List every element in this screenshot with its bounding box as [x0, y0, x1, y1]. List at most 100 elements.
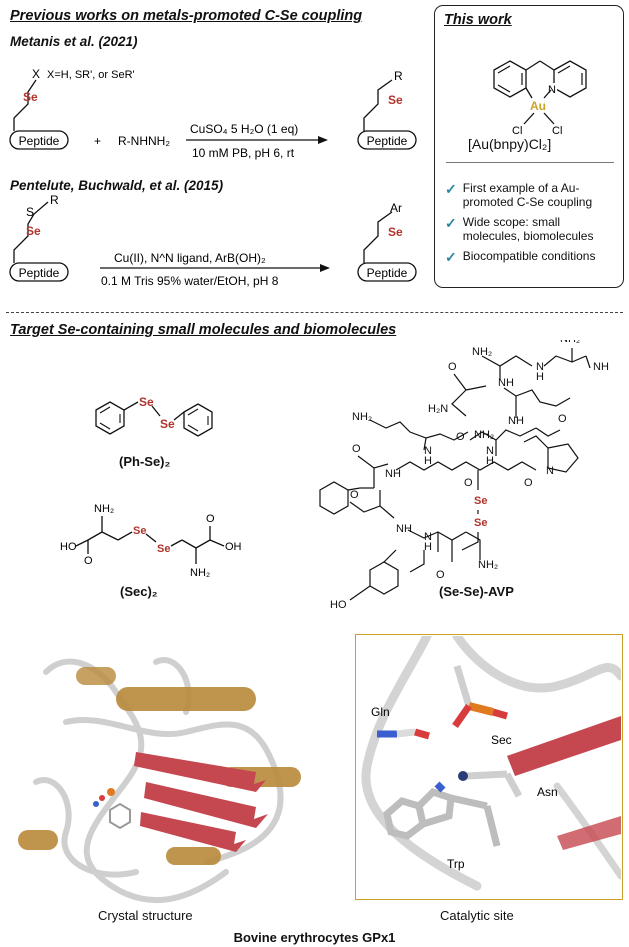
cl-atom: Cl: [512, 125, 522, 137]
target-molecules: Se Se HO O NH₂ Se Se NH₂ O OH NH₂ NH₂ N: [60, 340, 609, 610]
svg-text:NH: NH: [508, 415, 524, 427]
x-atom: X: [32, 67, 40, 81]
cond1-top: CuSO₄ 5 H₂O (1 eq): [190, 122, 298, 136]
svg-text:NH₂: NH₂: [474, 429, 494, 441]
svg-text:NH: NH: [385, 468, 401, 480]
diphenyl-diselenide: Se Se: [95, 395, 213, 437]
svg-text:HO: HO: [330, 599, 347, 610]
scheme1-product: Se R Peptide: [357, 69, 417, 150]
svg-text:O: O: [352, 443, 361, 455]
section-divider: [6, 312, 623, 313]
previous-works-heading: Previous works on metals-promoted C-Se c…: [10, 8, 363, 24]
svg-text:OH: OH: [225, 541, 242, 553]
svg-text:NH₂: NH₂: [478, 559, 498, 571]
svg-text:H₂N: H₂N: [428, 403, 448, 415]
peptide-label: Peptide: [367, 266, 408, 280]
ref-metanis: Metanis et al. (2021): [10, 34, 138, 49]
svg-text:NH₂: NH₂: [560, 340, 580, 345]
this-work-panel: [434, 5, 624, 288]
svg-text:H: H: [486, 455, 494, 467]
svg-text:NH: NH: [498, 377, 514, 389]
check-icon: ✓: [445, 215, 457, 231]
feature-text: First example of a Au-promoted C-Se coup…: [462, 181, 593, 209]
svg-text:O: O: [448, 361, 457, 373]
svg-text:Se: Se: [160, 417, 175, 431]
peptide-label: Peptide: [19, 134, 60, 148]
ref-pentelute: Pentelute, Buchwald, et al. (2015): [10, 178, 224, 193]
reagent-hydrazine: R-NHNH₂: [118, 134, 170, 148]
ph-se-label: (Ph-Se)₂: [119, 454, 171, 469]
svg-text:O: O: [350, 489, 359, 501]
svg-text:NH₂: NH₂: [190, 567, 210, 579]
protein-title: Bovine erythrocytes GPx1: [233, 930, 396, 945]
peptide-label: Peptide: [367, 134, 408, 148]
asn-residue: [458, 770, 523, 798]
avp-label: (Se-Se)-AVP: [439, 584, 514, 599]
svg-text:H: H: [424, 455, 432, 467]
svg-text:O: O: [464, 477, 473, 489]
se-atom: Se: [23, 90, 38, 104]
cond2-top: Cu(II), N^N ligand, ArB(OH)₂: [114, 251, 266, 265]
divider: [446, 162, 614, 163]
x-definition: X=H, SR', or SeR': [47, 69, 135, 81]
svg-text:HO: HO: [60, 541, 77, 553]
gln-residue: [377, 728, 430, 740]
cl-atom: Cl: [552, 125, 562, 137]
catalytic-site-frame: [355, 634, 623, 900]
catalytic-site-render: Gln Sec Asn Trp: [361, 636, 621, 891]
beta-strand: [507, 716, 621, 776]
svg-text:NH: NH: [396, 523, 412, 535]
peptide-box: [9, 130, 69, 150]
residue-label: Gln: [371, 705, 390, 719]
cond1-bottom: 10 mM PB, pH 6, rt: [192, 146, 295, 160]
this-work-heading: This work: [444, 12, 512, 28]
svg-text:N: N: [536, 361, 544, 373]
residue-label: Trp: [447, 857, 465, 871]
targets-heading: Target Se-containing small molecules and…: [10, 322, 397, 338]
residue-label: Asn: [537, 785, 558, 799]
svg-text:NH₂: NH₂: [94, 503, 114, 515]
feature-list: ✓ First example of a Au-promoted C-Se co…: [445, 181, 620, 266]
svg-text:O: O: [558, 413, 567, 425]
svg-text:Se: Se: [157, 543, 170, 555]
svg-text:Se: Se: [139, 395, 154, 409]
svg-text:O: O: [84, 555, 93, 567]
au-complex-structure: N Au Cl Cl: [493, 60, 587, 137]
svg-text:Se: Se: [133, 525, 146, 537]
scheme2-product: Se Ar Peptide: [357, 201, 417, 282]
selenocystine: HO O NH₂ Se Se NH₂ O OH: [60, 503, 242, 579]
svg-text:H: H: [536, 371, 544, 383]
feature-item: ✓ First example of a Au-promoted C-Se co…: [445, 181, 620, 209]
svg-text:N: N: [424, 445, 432, 457]
cond2-bottom: 0.1 M Tris 95% water/EtOH, pH 8: [101, 274, 279, 288]
side-chain: [13, 79, 37, 131]
feature-text: Wide scope: small molecules, biomolecule…: [462, 215, 594, 243]
site-caption: Catalytic site: [440, 908, 514, 923]
plus-sign: +: [94, 134, 101, 148]
svg-text:Se: Se: [474, 495, 487, 507]
svg-text:O: O: [206, 513, 215, 525]
svg-text:O: O: [436, 569, 445, 581]
active-site-residues: [93, 788, 131, 830]
feature-item: ✓ Biocompatible conditions: [445, 249, 620, 266]
sec-residue: [452, 664, 508, 729]
svg-text:O: O: [456, 431, 465, 443]
check-icon: ✓: [445, 249, 457, 265]
feature-text: Biocompatible conditions: [462, 249, 596, 263]
se-atom: Se: [26, 224, 41, 238]
previous-works-schemes: Se X X=H, SR', or SeR' Peptide + R-NHNH₂…: [9, 67, 417, 288]
complex-name: [Au(bnpy)Cl₂]: [468, 136, 552, 152]
scheme2-reactant: Se S R Peptide: [9, 193, 69, 282]
svg-text:N: N: [546, 465, 554, 477]
check-icon: ✓: [445, 181, 457, 197]
svg-text:NH₂: NH₂: [352, 411, 372, 423]
feature-item: ✓ Wide scope: small molecules, biomolecu…: [445, 215, 620, 243]
scheme1-reactant: Se X X=H, SR', or SeR' Peptide: [9, 67, 135, 150]
se-atom: Se: [388, 93, 403, 107]
sec-label: (Sec)₂: [120, 584, 158, 599]
svg-text:NH: NH: [593, 361, 609, 373]
crystal-structure-render: [18, 657, 301, 904]
ar-group: Ar: [390, 201, 402, 215]
r-group: R: [50, 193, 59, 207]
svg-text:N: N: [424, 531, 432, 543]
